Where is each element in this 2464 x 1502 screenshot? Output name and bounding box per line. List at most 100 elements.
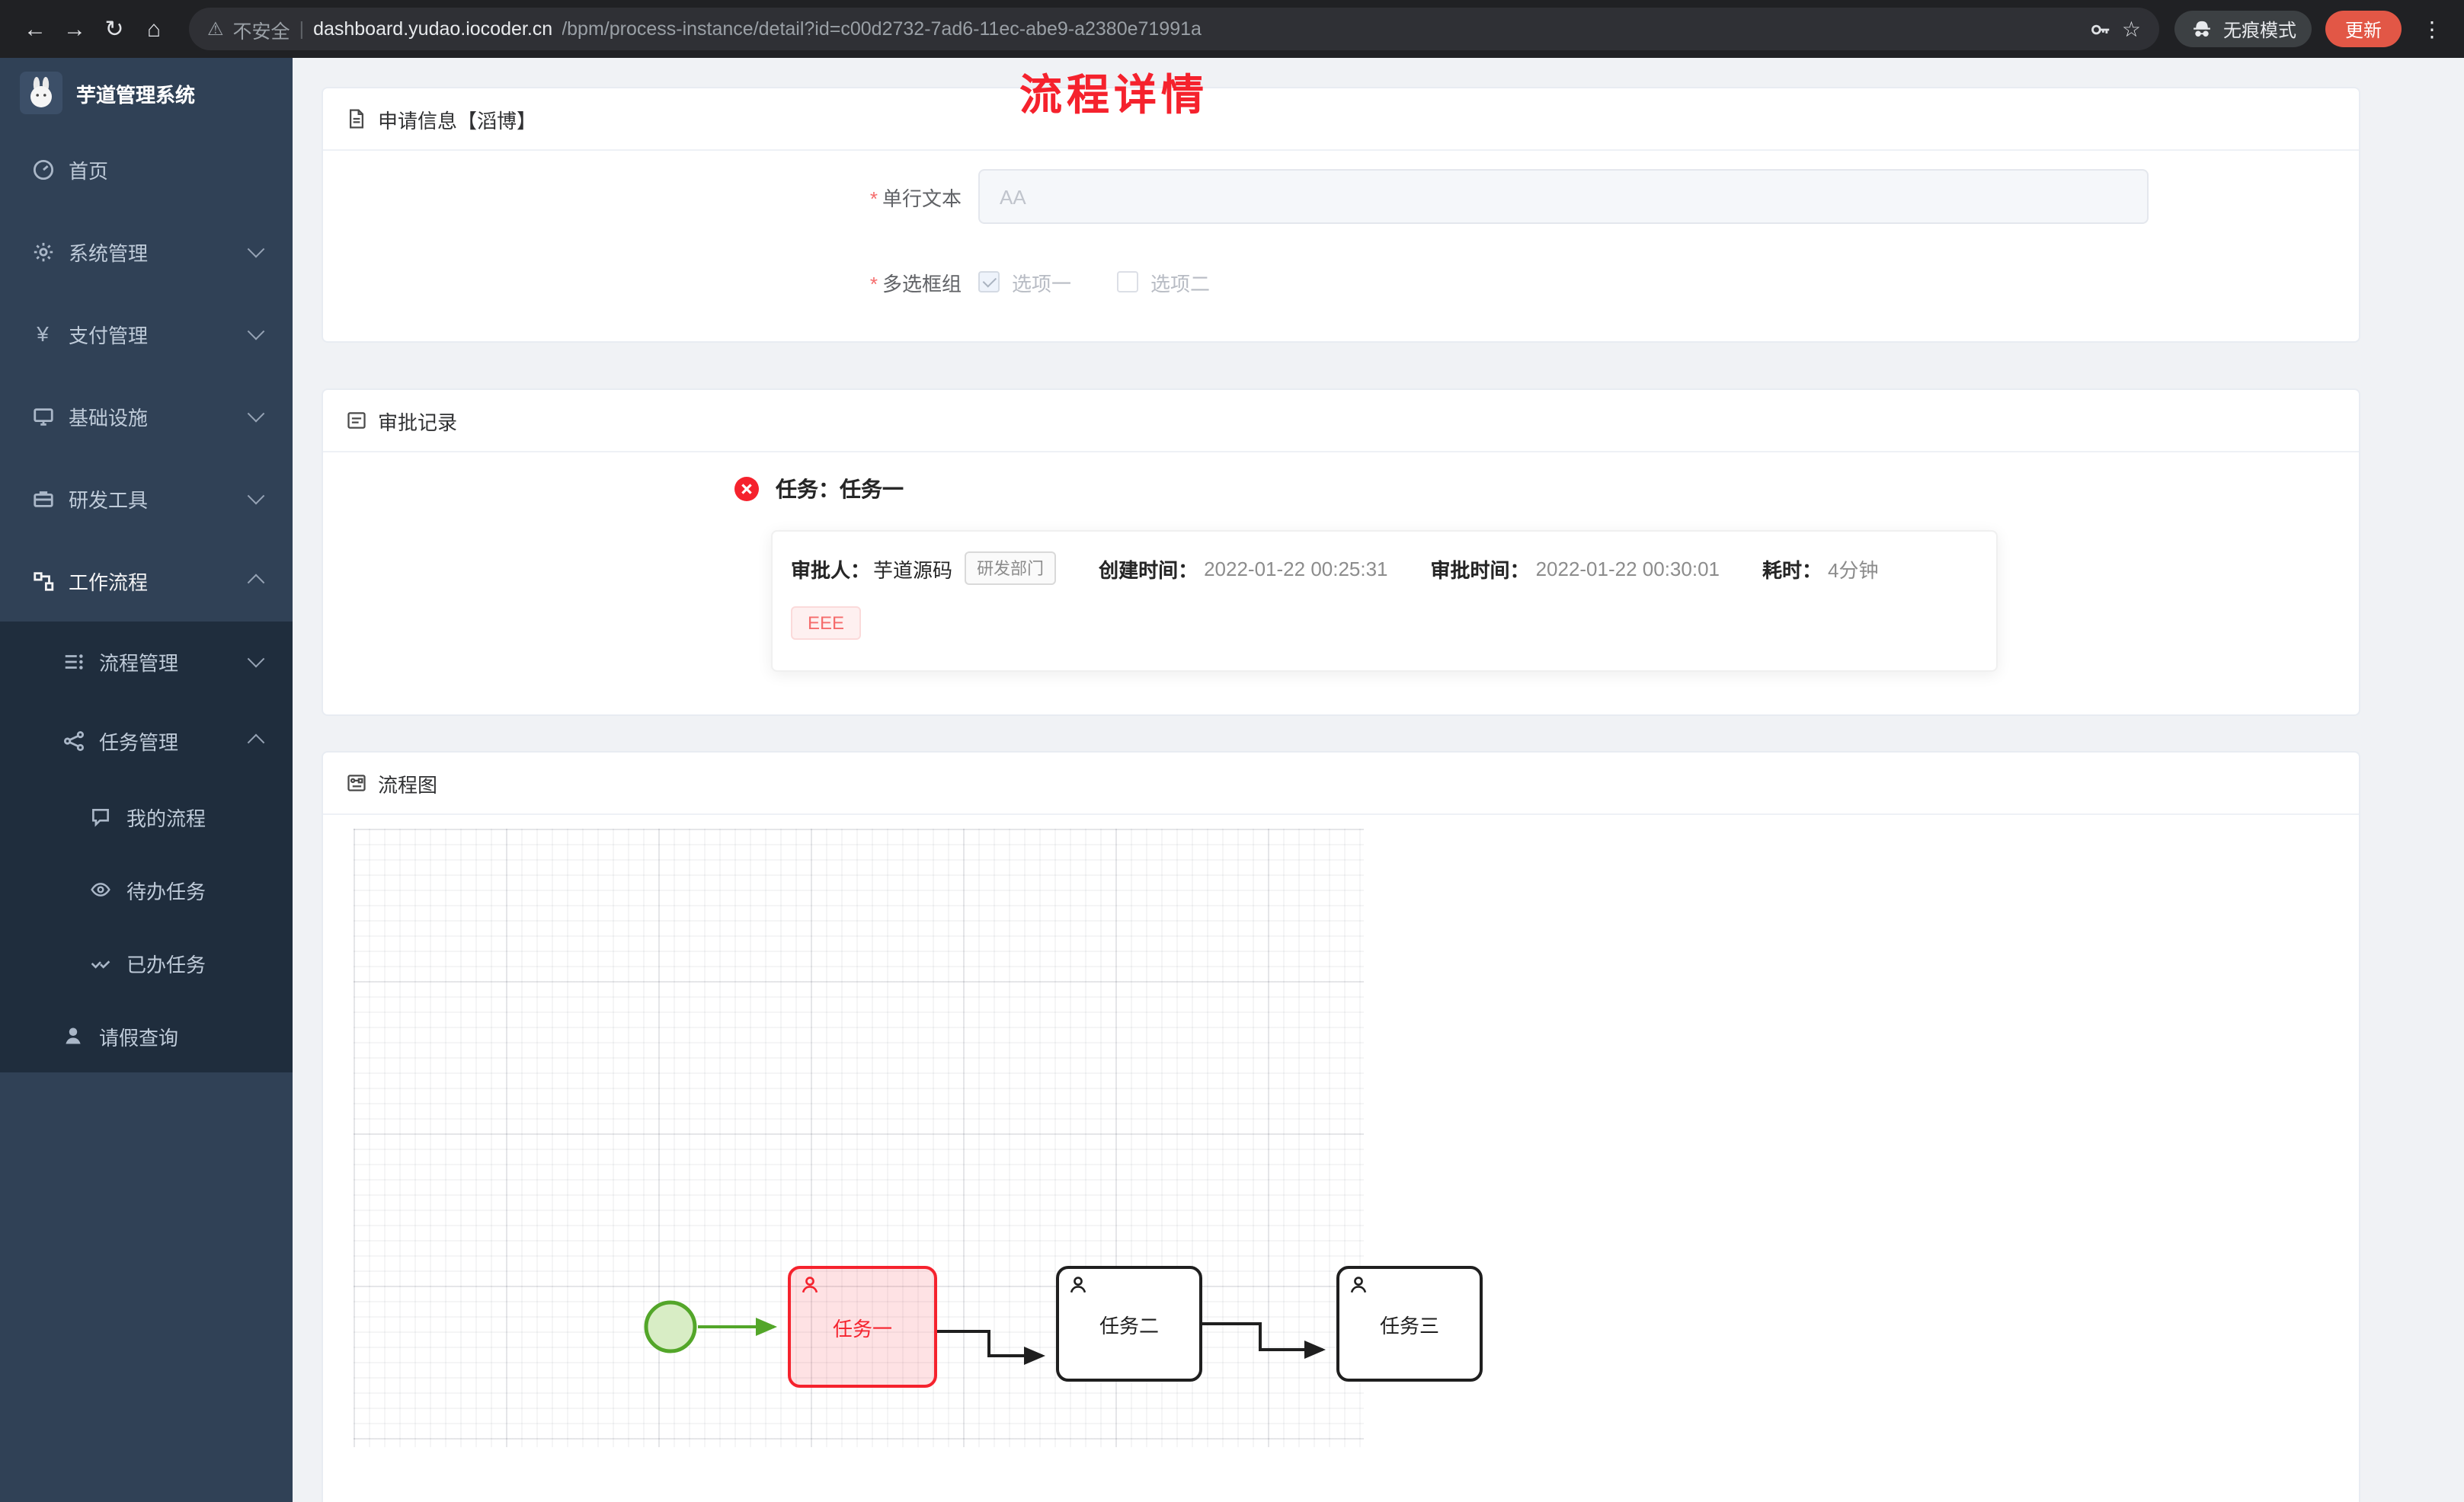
home-icon[interactable]: ⌂ — [146, 16, 162, 42]
checkbox-group-row: *多选框组 选项一 选项二 — [689, 254, 1210, 309]
rejected-status-icon — [734, 477, 759, 501]
created-time-label: 创建时间： — [1099, 558, 1198, 581]
required-mark: * — [869, 187, 878, 209]
password-key-icon[interactable] — [2090, 18, 2113, 40]
approval-detail-panel: 审批人： 芋道源码 研发部门 创建时间： 2022-01-22 00:25:31… — [771, 530, 1998, 672]
person-icon — [61, 1024, 85, 1048]
app-logo-rabbit-icon — [20, 72, 62, 114]
address-bar[interactable]: ⚠ 不安全 | dashboard.yudao.iocoder.cn /bpm/… — [189, 8, 2159, 50]
sidebar-item-task-management[interactable]: 任务管理 — [0, 701, 293, 780]
task-node-label: 任务一 — [832, 1317, 892, 1340]
checkbox-option-1[interactable] — [978, 271, 1000, 292]
double-check-icon — [88, 951, 113, 975]
sidebar-item-todo-tasks[interactable]: 待办任务 — [0, 853, 293, 926]
required-mark: * — [869, 272, 878, 295]
gear-icon — [30, 239, 55, 264]
checkbox-option-2-label: 选项二 — [1150, 272, 1211, 295]
task-node-1[interactable]: 任务一 — [788, 1266, 937, 1388]
not-secure-warning-icon: ⚠ — [207, 18, 224, 40]
incognito-icon — [2194, 21, 2210, 37]
process-diagram-title: 流程图 — [378, 773, 438, 796]
reload-icon[interactable]: ↻ — [104, 17, 124, 43]
incognito-badge: 无痕模式 — [2174, 11, 2312, 47]
task-node-3[interactable]: 任务三 — [1336, 1266, 1483, 1382]
sidebar-item-done-tasks[interactable]: 已办任务 — [0, 926, 293, 999]
sidebar-item-process-management[interactable]: 流程管理 — [0, 622, 293, 701]
start-event — [644, 1300, 697, 1353]
created-time-value: 2022-01-22 00:25:31 — [1204, 557, 1388, 580]
sidebar-item-my-process[interactable]: 我的流程 — [0, 780, 293, 853]
application-info-title: 申请信息【滔博】 — [378, 109, 537, 132]
sidebar: 芋道管理系统 首页 系统管理 ¥ 支付管理 基础设施 — [0, 58, 293, 1502]
app-title: 芋道管理系统 — [76, 83, 196, 106]
approved-time-label: 审批时间： — [1430, 558, 1530, 581]
browser-toolbar: ← → ↻ ⌂ ⚠ 不安全 | dashboard.yudao.iocoder.… — [0, 0, 2464, 58]
single-line-text-input[interactable] — [978, 169, 2149, 224]
process-list-icon — [61, 649, 85, 673]
approval-comment-row: EEE — [791, 606, 1978, 640]
chevron-down-icon — [247, 487, 265, 505]
user-task-icon — [1070, 1277, 1086, 1293]
record-icon — [346, 410, 367, 431]
bpmn-canvas[interactable]: 任务一 任务二 任务三 — [354, 829, 1483, 1447]
chevron-down-icon — [247, 404, 265, 423]
checkbox-group-label: *多选框组 — [869, 272, 962, 295]
application-info-card: 申请信息【滔博】 *单行文本 *多选框组 选项一 选项二 — [322, 87, 2360, 343]
security-label: 不安全 — [232, 21, 290, 42]
infrastructure-icon — [30, 404, 55, 428]
timeline-task-item: 任务：任务一 — [734, 474, 904, 504]
browser-menu-icon[interactable]: ⋮ — [2421, 16, 2443, 40]
approval-comment-tag: EEE — [791, 606, 862, 640]
app-logo-row[interactable]: 芋道管理系统 — [0, 58, 293, 128]
text-field-row: *单行文本 — [689, 169, 2149, 224]
dev-tools-icon — [30, 486, 55, 510]
duration-label: 耗时： — [1762, 558, 1822, 581]
task-share-icon — [61, 728, 85, 753]
process-diagram-header: 流程图 — [323, 753, 2359, 815]
approval-record-header: 审批记录 — [323, 390, 2359, 452]
application-info-header: 申请信息【滔博】 — [323, 88, 2359, 151]
back-icon[interactable]: ← — [24, 16, 46, 42]
checkbox-option-1-label: 选项一 — [1012, 272, 1072, 295]
chevron-down-icon — [247, 322, 265, 340]
main-content: 流程详情 申请信息【滔博】 *单行文本 *多选框组 选项一 选项二 — [293, 58, 2464, 1502]
department-tag: 研发部门 — [965, 551, 1057, 585]
page-title: 流程详情 — [1019, 72, 1209, 119]
chrome-update-button[interactable]: 更新 — [2325, 11, 2402, 47]
task-node-label: 任务二 — [1099, 1314, 1159, 1337]
sidebar-item-workflow[interactable]: 工作流程 — [0, 539, 293, 622]
url-path: /bpm/process-instance/detail?id=c00d2732… — [562, 18, 1202, 40]
sidebar-item-system[interactable]: 系统管理 — [0, 210, 293, 292]
dashboard-icon — [30, 157, 55, 181]
process-diagram-card: 流程图 — [322, 751, 2360, 1502]
task-node-2[interactable]: 任务二 — [1056, 1266, 1202, 1382]
sidebar-item-dev-tools[interactable]: 研发工具 — [0, 457, 293, 539]
chevron-down-icon — [247, 650, 265, 668]
user-task-icon — [802, 1277, 818, 1293]
sidebar-item-home[interactable]: 首页 — [0, 128, 293, 210]
task-title: 任务：任务一 — [776, 477, 904, 501]
bookmark-star-icon[interactable]: ☆ — [2121, 16, 2141, 40]
approver-label: 审批人： — [791, 558, 871, 581]
chevron-up-icon — [247, 574, 265, 592]
approved-time-value: 2022-01-22 00:30:01 — [1535, 557, 1720, 580]
workflow-icon — [30, 568, 55, 593]
flow-task1-to-task2 — [937, 1330, 1045, 1365]
user-task-icon — [1350, 1277, 1367, 1293]
url-divider: | — [299, 18, 305, 40]
sidebar-item-infrastructure[interactable]: 基础设施 — [0, 375, 293, 457]
approval-detail-row: 审批人： 芋道源码 研发部门 创建时间： 2022-01-22 00:25:31… — [791, 551, 1978, 585]
approval-record-title: 审批记录 — [378, 411, 458, 433]
eye-icon — [88, 877, 113, 902]
sidebar-item-leave-query[interactable]: 请假查询 — [0, 999, 293, 1072]
forward-icon[interactable]: → — [63, 16, 86, 42]
incognito-label: 无痕模式 — [2222, 19, 2296, 40]
chat-bubble-icon — [88, 804, 113, 829]
checkbox-option-2[interactable] — [1117, 271, 1139, 292]
sidebar-item-payment[interactable]: ¥ 支付管理 — [0, 292, 293, 375]
text-field-label: *单行文本 — [869, 187, 962, 209]
yen-icon: ¥ — [37, 321, 49, 346]
chevron-down-icon — [247, 240, 265, 258]
chevron-up-icon — [247, 733, 265, 752]
